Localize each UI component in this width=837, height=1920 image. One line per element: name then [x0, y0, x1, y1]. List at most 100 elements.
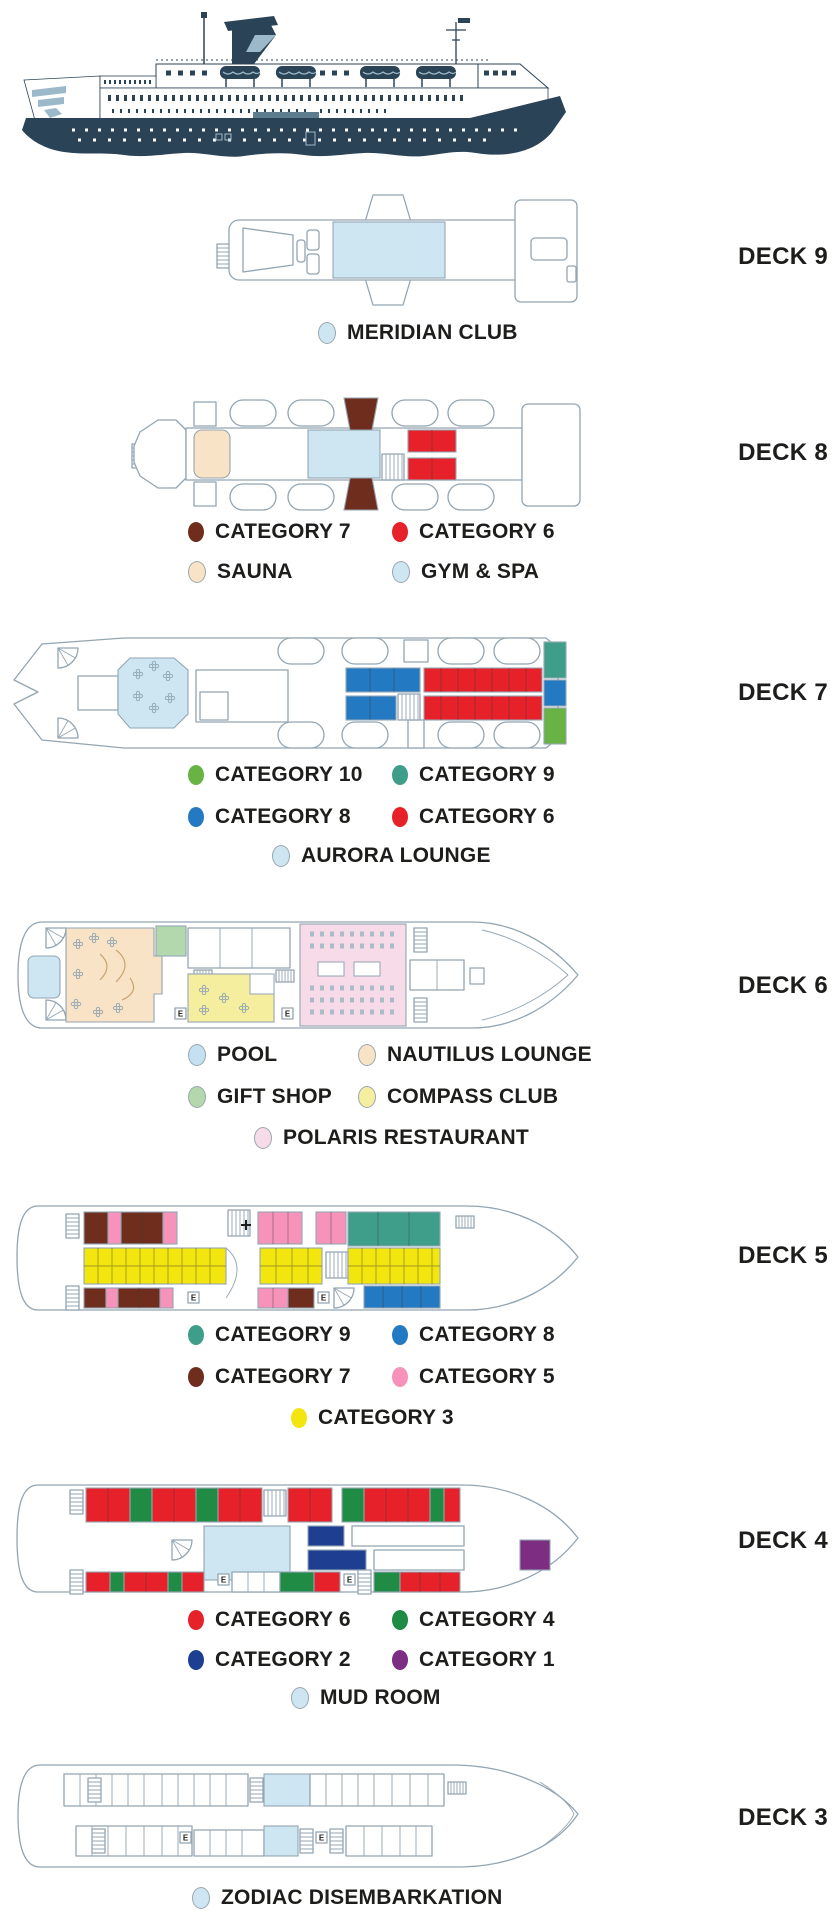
deck-6-label: DECK 6	[738, 972, 828, 999]
gym-spa-dot-icon	[392, 561, 410, 583]
category-4-cabins	[373, 1571, 401, 1593]
legend-label: GIFT SHOP	[217, 1085, 332, 1108]
category-8-dot-icon	[392, 1325, 408, 1345]
category-6-cabins	[407, 457, 457, 481]
category-6-cabin	[443, 1487, 461, 1523]
category-8-cabins	[345, 695, 397, 721]
svg-text:E: E	[191, 1294, 197, 1303]
hatch-icon	[216, 243, 231, 269]
elevator: E	[187, 1291, 200, 1304]
category-2-cabin	[307, 1549, 367, 1571]
legend-category-3: CATEGORY 3	[291, 1405, 454, 1431]
legend-label: CATEGORY 6	[419, 520, 555, 543]
lifeboat-icon	[341, 637, 389, 665]
category-6-cabins	[151, 1487, 197, 1523]
compass-club-dot-icon	[358, 1086, 376, 1108]
pool-area	[27, 955, 61, 999]
polaris-restaurant-dot-icon	[254, 1127, 272, 1149]
hull	[22, 96, 566, 157]
first-aid-icon	[241, 1220, 251, 1230]
svg-text:E: E	[183, 1834, 189, 1843]
category-6-cabins	[217, 1487, 263, 1523]
legend-label: CATEGORY 8	[215, 805, 351, 828]
legend-meridian-club: MERIDIAN CLUB	[318, 320, 518, 346]
deck-5-plan: E E	[16, 1205, 579, 1311]
legend-gym-spa: GYM & SPA	[392, 559, 539, 585]
legend-category-10: CATEGORY 10	[188, 762, 363, 788]
mud-room-dot-icon	[291, 1687, 309, 1709]
lifeboat-icon	[287, 399, 335, 427]
category-7-cabins	[343, 477, 379, 511]
gift-shop-dot-icon	[188, 1086, 206, 1108]
elevator: E	[317, 1291, 330, 1304]
category-7-dot-icon	[188, 1367, 204, 1387]
deck-8-plan	[131, 397, 581, 511]
hatch-icon	[329, 1828, 344, 1854]
deck-7-plan	[13, 637, 567, 749]
meridian-club-dot-icon	[318, 322, 336, 344]
svg-text:E: E	[285, 1010, 291, 1019]
legend-label: CATEGORY 3	[318, 1406, 454, 1429]
hatch-icon	[65, 1213, 80, 1239]
category-5-cabin	[162, 1211, 178, 1245]
category-5-cabins	[257, 1211, 303, 1245]
lifeboat-icon	[447, 483, 495, 511]
hatch-icon	[91, 1828, 106, 1854]
hatch-icon	[357, 1569, 372, 1595]
legend-label: CATEGORY 7	[215, 1365, 351, 1388]
category-7-cabins	[83, 1211, 109, 1245]
category-9-dot-icon	[188, 1325, 204, 1345]
lifeboat-icon	[447, 399, 495, 427]
category-4-cabin	[109, 1571, 125, 1593]
lifeboat-icon	[341, 721, 389, 749]
hatch-icon	[413, 997, 428, 1023]
elevator: E	[281, 1007, 294, 1020]
category-5-cabin	[107, 1211, 122, 1245]
legend-label: ZODIAC DISEMBARKATION	[221, 1886, 503, 1909]
table-icon	[317, 961, 345, 977]
deck-8-label: DECK 8	[738, 439, 828, 466]
category-8-dot-icon	[188, 807, 204, 827]
category-7-cabin	[287, 1287, 315, 1309]
legend-compass-club: COMPASS CLUB	[358, 1084, 558, 1110]
category-2-dot-icon	[188, 1650, 204, 1670]
lifeboat-icon	[277, 721, 325, 749]
stairs-icon	[325, 1251, 349, 1279]
category-6-cabins	[399, 1571, 461, 1593]
category-4-cabin	[195, 1487, 219, 1523]
pool-dot-icon	[188, 1044, 206, 1066]
gym-spa-area	[307, 429, 381, 479]
lifeboat-icon	[493, 637, 541, 665]
category-4-dot-icon	[392, 1610, 408, 1630]
legend-label: CATEGORY 2	[215, 1648, 351, 1671]
legend-label: CATEGORY 5	[419, 1365, 555, 1388]
lifeboat-icon	[391, 483, 439, 511]
legend-label: CATEGORY 9	[419, 763, 555, 786]
legend-aurora-lounge: AURORA LOUNGE	[272, 843, 491, 869]
legend-label: MERIDIAN CLUB	[347, 321, 518, 344]
zodiac-disembarkation-area	[263, 1773, 311, 1807]
legend-category-6: CATEGORY 6	[392, 519, 555, 545]
stairs-icon	[397, 693, 421, 721]
hatch-icon	[299, 1828, 314, 1854]
category-4-cabins	[279, 1571, 315, 1593]
legend-category-8: CATEGORY 8	[188, 804, 351, 830]
lifeboat-icon	[437, 721, 485, 749]
category-7-dot-icon	[188, 522, 204, 542]
legend-label: CATEGORY 4	[419, 1608, 555, 1631]
lifeboat-icon	[493, 721, 541, 749]
category-4-cabin	[429, 1487, 445, 1523]
category-6-cabins	[85, 1487, 131, 1523]
legend-label: CATEGORY 10	[215, 763, 363, 786]
legend-category-4: CATEGORY 4	[392, 1607, 555, 1633]
legend-category-1: CATEGORY 1	[392, 1647, 555, 1673]
category-6-cabins	[407, 429, 457, 453]
category-8-cabins	[345, 667, 421, 693]
legend-label: CATEGORY 9	[215, 1323, 351, 1346]
legend-category-7: CATEGORY 7	[188, 519, 351, 545]
legend-category-5: CATEGORY 5	[392, 1364, 555, 1390]
category-6-cabin	[181, 1571, 205, 1593]
hatch-icon	[65, 1285, 80, 1311]
category-6-dot-icon	[188, 1610, 204, 1630]
